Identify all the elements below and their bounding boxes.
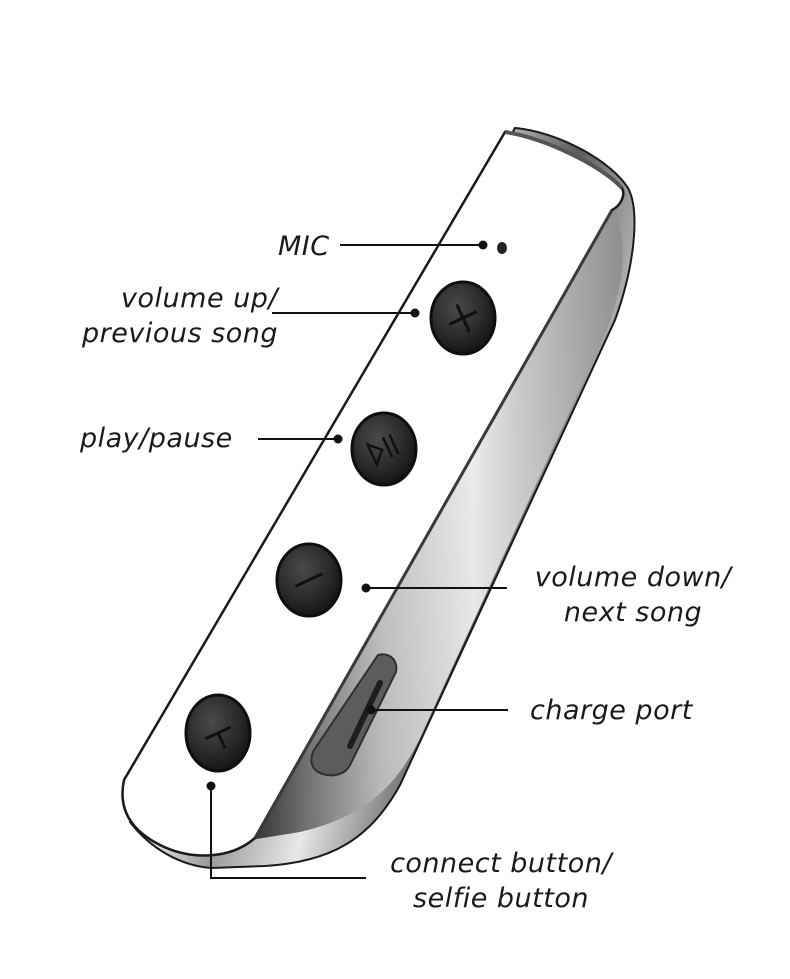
label-connect-line1: connect button/ [390,848,612,879]
leader-charge-port [366,705,508,715]
label-volume-up-line1: volume up/ [121,283,278,314]
label-volume-down: volume down/ next song [518,560,748,630]
plus-icon [448,303,478,333]
play-pause-icon [365,433,400,468]
volume-up-button[interactable] [429,280,497,356]
label-volume-down-line1: volume down/ [534,562,732,593]
label-play-pause: play/pause [80,423,233,454]
label-charge-port: charge port [530,695,693,726]
play-pause-button[interactable] [350,411,418,487]
label-volume-up-line2: previous song [82,318,278,349]
device [121,126,636,870]
leader-volume-up [272,308,420,318]
leader-volume-down [361,583,507,593]
label-connect: connect button/ selfie button [372,846,630,916]
label-volume-up: volume up/ previous song [78,281,278,351]
mic-hole [497,242,507,254]
leader-connect [206,781,366,879]
charge-port [310,653,398,777]
minus-icon [294,572,324,588]
label-mic: MIC [278,231,330,262]
leader-play-pause [258,434,343,444]
label-connect-line2: selfie button [413,883,589,914]
volume-down-button[interactable] [275,542,343,618]
connect-button[interactable] [184,693,252,773]
leader-lines [206,240,508,879]
leader-mic [340,240,488,250]
device-face-bevel [253,209,614,839]
label-volume-down-line2: next song [563,597,703,628]
power-icon [204,725,232,750]
device-face-rim [504,130,624,190]
